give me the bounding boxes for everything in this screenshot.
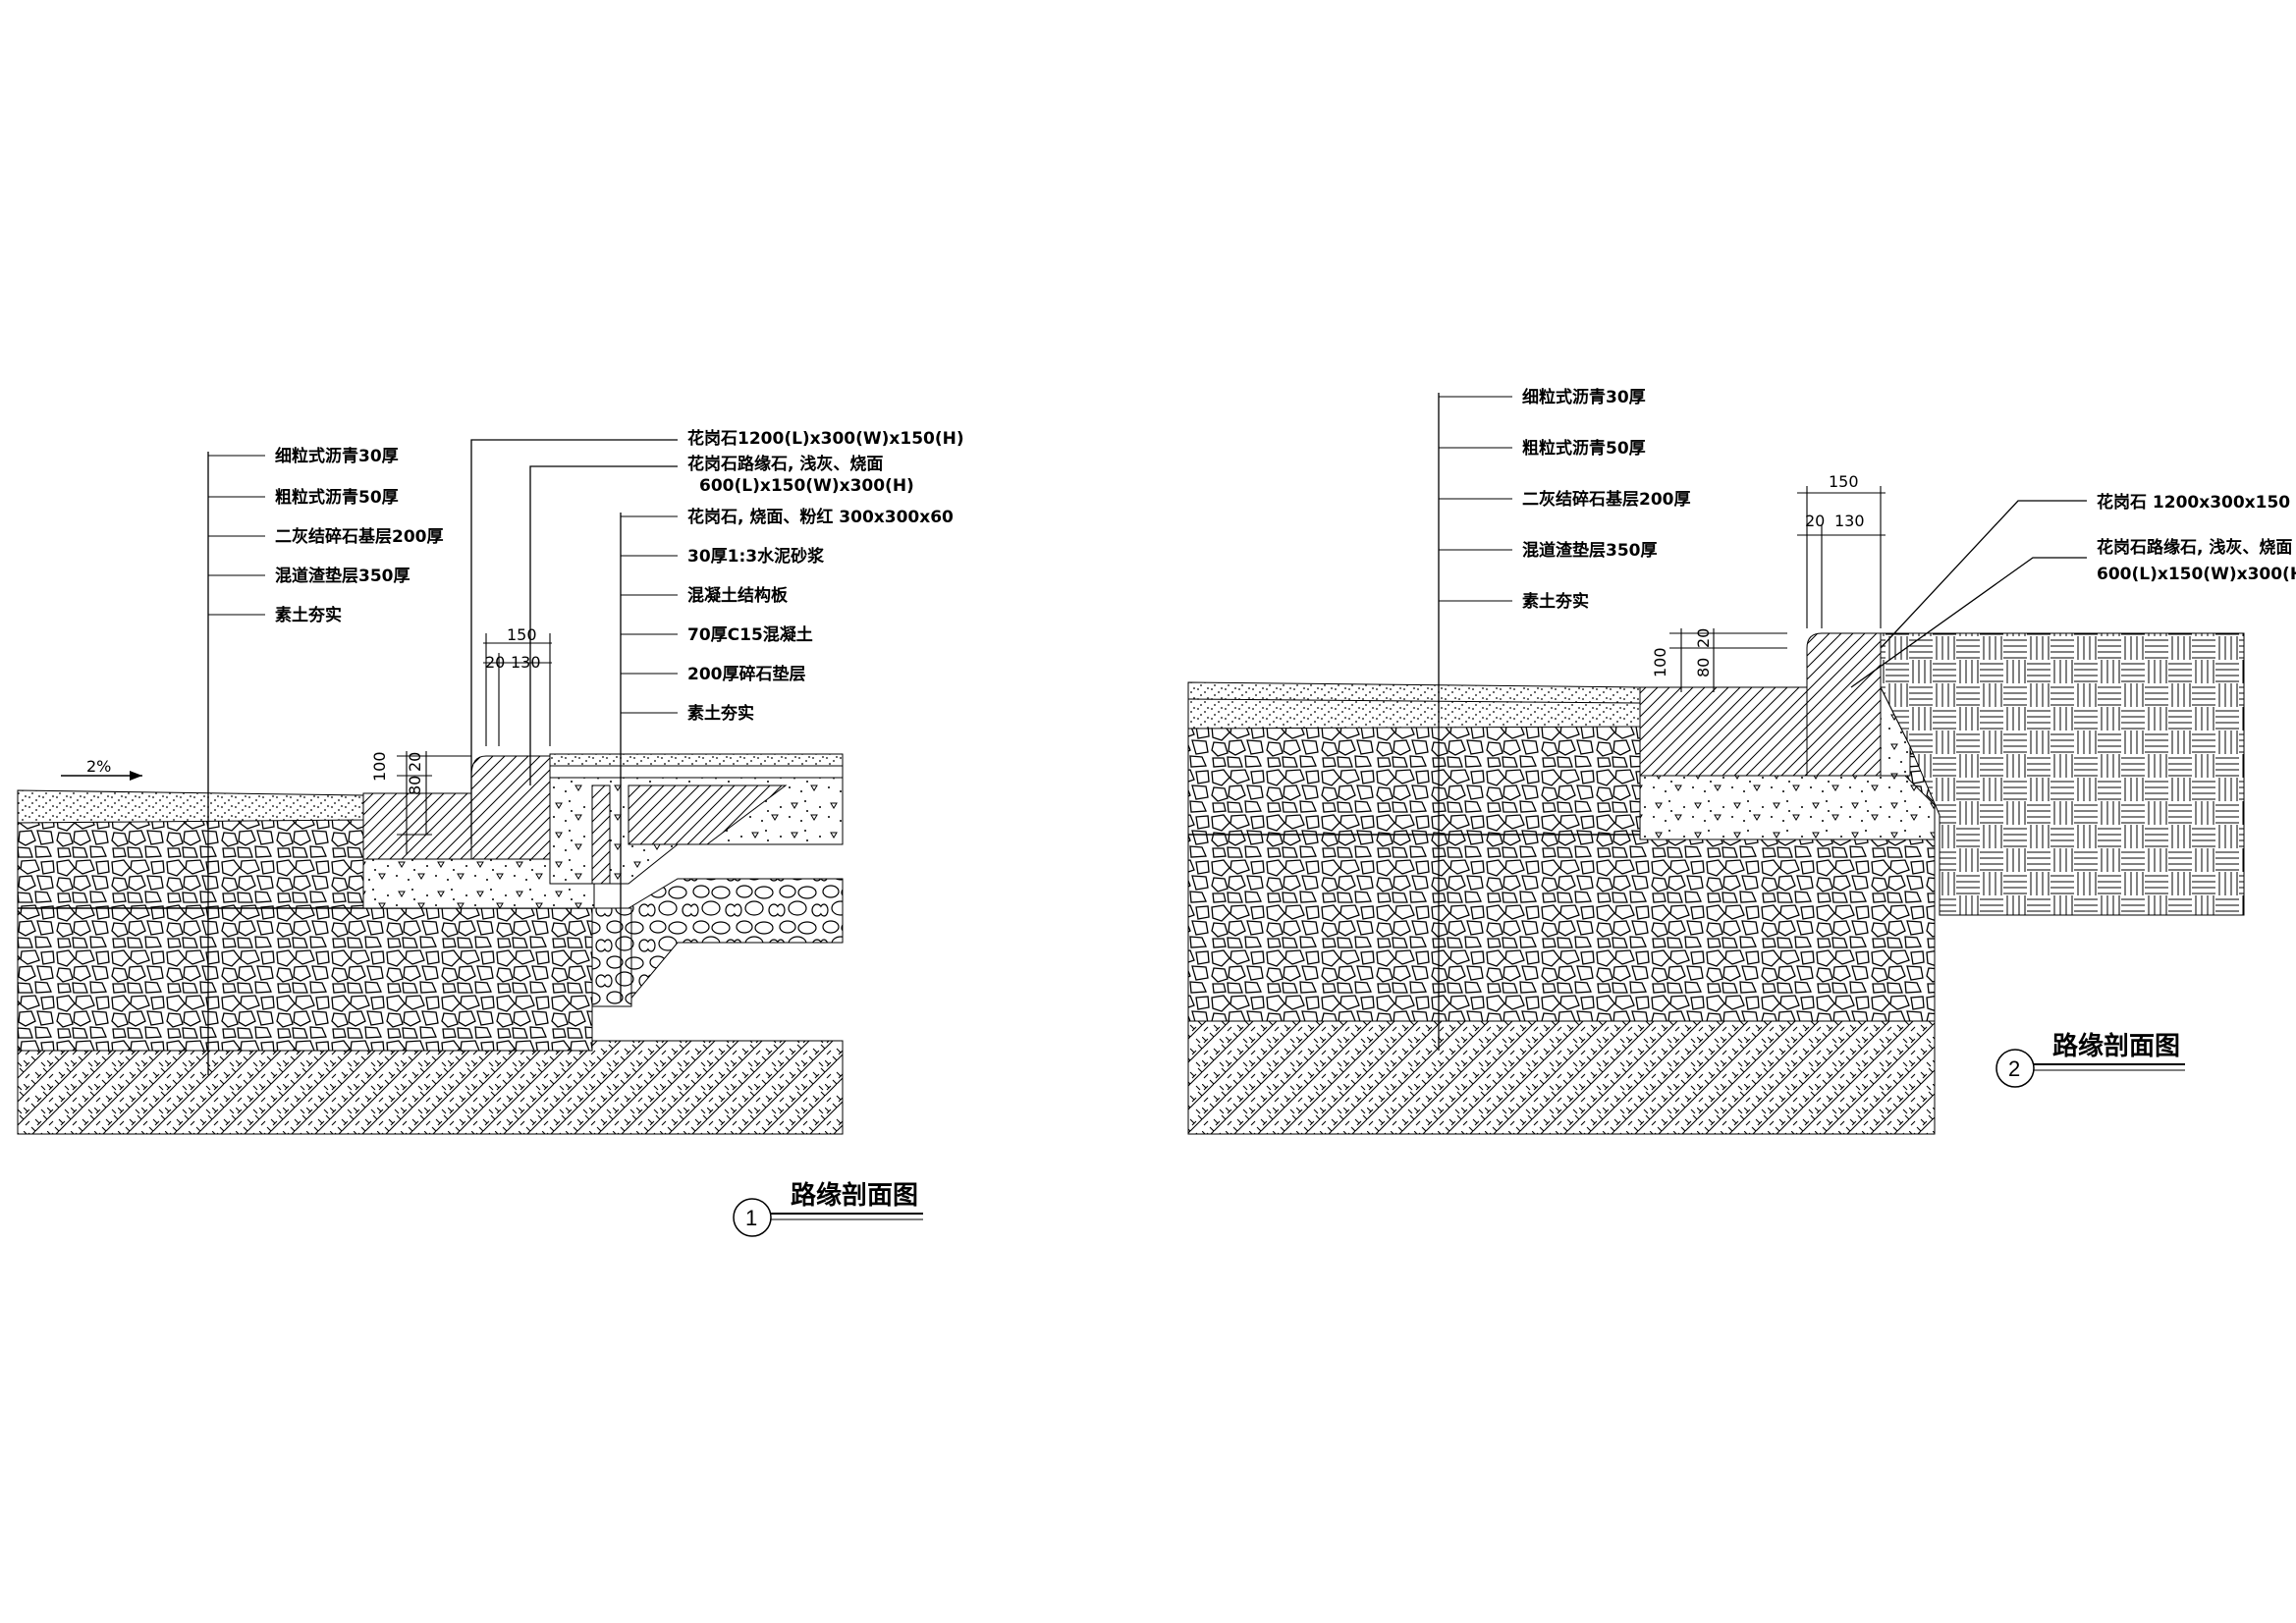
section2-right-labels: 花岗石 1200x300x150 花岗石路缘石, 浅灰、烧面 600(L)x15… xyxy=(2097,492,2296,584)
dim-80: 80 xyxy=(406,776,424,795)
section-title: 路缘剖面图 xyxy=(791,1180,918,1211)
title-number: 1 xyxy=(745,1206,757,1230)
granite-block-2 xyxy=(1639,686,1808,777)
section1-right-labels: 花岗石, 烧面、粉红 300x300x60 30厚1:3水泥砂浆 混凝土结构板 … xyxy=(687,507,954,724)
label-base-layer-2: 二灰结碎石基层200厚 xyxy=(1522,489,1691,510)
dim-130: 130 xyxy=(511,653,541,672)
section-2: 细粒式沥青30厚 粗粒式沥青50厚 二灰结碎石基层200厚 混道渣垫层350厚 … xyxy=(1187,387,2296,1135)
title-number-circle-2 xyxy=(1995,1049,2035,1088)
label-concrete-slab: 混凝土结构板 xyxy=(687,585,789,606)
title-number-2: 2 xyxy=(2008,1056,2020,1081)
section1-dimensions xyxy=(397,633,552,854)
label-granite-curb: 花岗石路缘石, 浅灰、烧面 xyxy=(687,454,883,474)
soil-layer-2 xyxy=(1187,1020,1936,1135)
granite-block xyxy=(362,792,472,860)
label-granite-curb-size: 600(L)x150(W)x300(H) xyxy=(699,476,914,496)
label-base-layer: 二灰结碎石基层200厚 xyxy=(275,526,444,547)
asphalt-layer-2 xyxy=(1187,681,1641,730)
section1-stone-labels: 花岗石1200(L)x300(W)x150(H) 花岗石路缘石, 浅灰、烧面 6… xyxy=(687,428,964,496)
label-coarse-asphalt: 粗粒式沥青50厚 xyxy=(275,487,399,508)
label-granite-curb-size-2: 600(L)x150(W)x300(H) xyxy=(2097,565,2296,584)
dim-20-vertical: 20 xyxy=(406,752,424,772)
section2-left-labels: 细粒式沥青30厚 粗粒式沥青50厚 二灰结碎石基层200厚 混道渣垫层350厚 … xyxy=(1522,387,1691,612)
dim-20-vertical-2: 20 xyxy=(1694,628,1713,648)
label-compacted-soil-3: 素土夯实 xyxy=(1522,591,1589,612)
dim-100: 100 xyxy=(370,751,389,782)
dim-80-2: 80 xyxy=(1694,658,1713,677)
dim-100-2: 100 xyxy=(1651,647,1669,677)
label-granite-curb-2: 花岗石路缘石, 浅灰、烧面 xyxy=(2097,537,2292,558)
title-number-circle xyxy=(733,1198,772,1237)
dim-20-2: 20 xyxy=(1805,512,1825,530)
paving-area xyxy=(1880,632,2245,916)
section1-left-labels: 细粒式沥青30厚 粗粒式沥青50厚 二灰结碎石基层200厚 混道渣垫层350厚 … xyxy=(275,446,444,625)
soil-layer xyxy=(17,1040,844,1135)
label-coarse-asphalt-2: 粗粒式沥青50厚 xyxy=(1522,438,1646,459)
label-granite-block: 花岗石1200(L)x300(W)x150(H) xyxy=(687,428,964,449)
asphalt-layer xyxy=(17,789,364,824)
section-title-2: 路缘剖面图 xyxy=(2052,1031,2180,1061)
label-compacted-soil: 素土夯实 xyxy=(275,605,342,625)
label-granite-block-2: 花岗石 1200x300x150 xyxy=(2097,492,2290,513)
label-cushion-layer: 混道渣垫层350厚 xyxy=(275,566,410,586)
label-granite-paving: 花岗石, 烧面、粉红 300x300x60 xyxy=(687,507,954,527)
dim-150: 150 xyxy=(507,625,537,644)
section2-dimensions xyxy=(1669,486,1886,692)
dim-130-2: 130 xyxy=(1834,512,1865,530)
section2-title: 2 路缘剖面图 xyxy=(1995,1031,2185,1088)
granite-curb-2 xyxy=(1806,632,1882,777)
label-gravel-cushion: 200厚碎石垫层 xyxy=(687,664,806,684)
label-mortar: 30厚1:3水泥砂浆 xyxy=(687,546,825,567)
label-cushion-layer-2: 混道渣垫层350厚 xyxy=(1522,540,1658,561)
label-c15-concrete: 70厚C15混凝土 xyxy=(687,624,813,645)
dim-20: 20 xyxy=(485,653,505,672)
slope-label: 2% xyxy=(86,757,111,776)
label-compacted-soil-2: 素土夯实 xyxy=(687,703,754,724)
label-fine-asphalt-2: 细粒式沥青30厚 xyxy=(1522,387,1646,407)
label-fine-asphalt: 细粒式沥青30厚 xyxy=(275,446,399,466)
dim-150-2: 150 xyxy=(1829,472,1859,491)
granite-curb xyxy=(470,755,551,860)
section1-title: 1 路缘剖面图 xyxy=(733,1180,923,1237)
section-1: 2% 细粒式沥青30厚 粗粒式沥青50厚 二灰结碎石基层200厚 混道渣垫层35… xyxy=(17,428,964,1237)
curb-base-2 xyxy=(1639,775,1936,840)
